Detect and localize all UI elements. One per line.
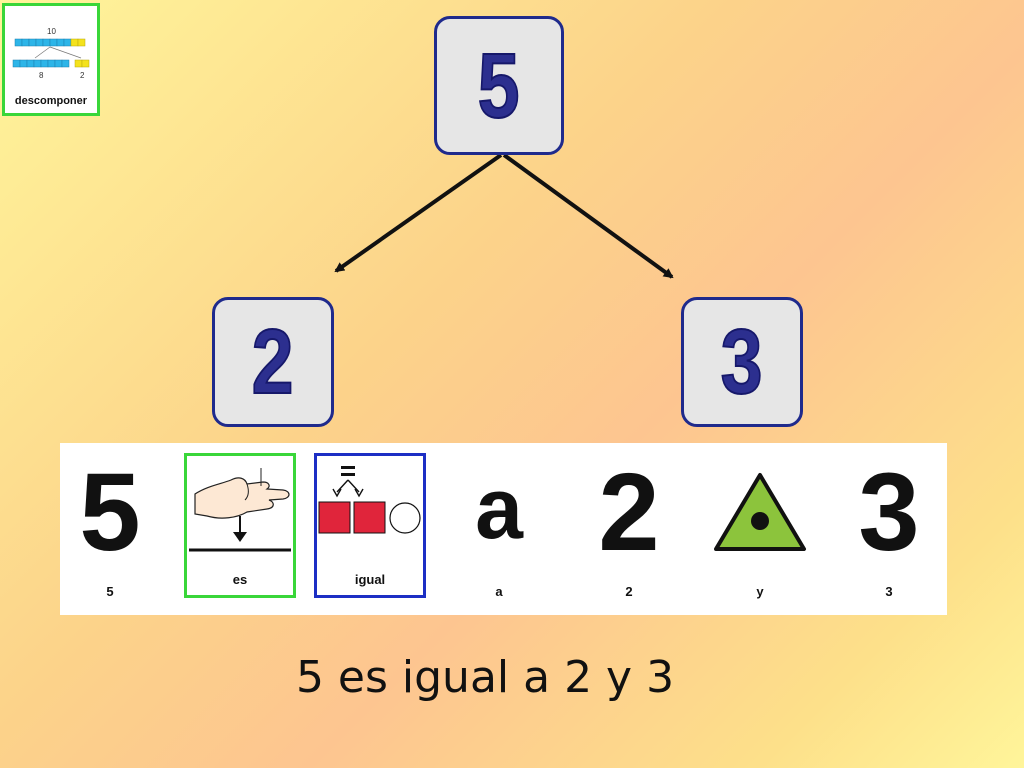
green-triangle-dot-icon	[714, 473, 806, 551]
thumb-part-a: 8	[39, 71, 44, 80]
pictogram-5: 5 5	[65, 453, 155, 607]
pictogram-strip: 5 5 es igual a a 2	[60, 443, 947, 615]
pictogram-glyph-5: 5	[79, 451, 141, 574]
pictogram-caption: a	[495, 584, 503, 599]
pictogram-2: 2 2	[585, 453, 673, 607]
right-number: 3	[720, 311, 764, 413]
top-number: 5	[477, 34, 521, 137]
pictogram-3: 3 3	[845, 453, 933, 607]
right-number-box: 3	[681, 297, 803, 427]
thumb-total: 10	[47, 27, 56, 36]
equals-squares-icon	[318, 466, 421, 534]
arrow-left-icon	[334, 153, 503, 273]
thumb-part-b: 2	[80, 71, 85, 80]
pictogram-caption: igual	[354, 572, 386, 587]
pictogram-glyph-a: a	[475, 461, 523, 557]
pictogram-glyph-3: 3	[858, 451, 920, 574]
pictogram-igual: igual	[314, 453, 426, 598]
descomponer-thumbnail[interactable]: 10 8 2 descompone	[2, 3, 100, 116]
pictogram-glyph-2: 2	[598, 451, 660, 574]
pictogram-caption: 5	[106, 584, 114, 599]
hand-pointing-down-icon	[189, 468, 291, 552]
left-number-box: 2	[212, 297, 334, 427]
pictogram-a: a a	[455, 453, 543, 607]
pictogram-caption: es	[232, 572, 248, 587]
top-number-box: 5	[434, 16, 564, 155]
arrow-right-icon	[502, 153, 674, 279]
pictogram-caption: 3	[885, 584, 893, 599]
thumb-label: descomponer	[14, 95, 88, 107]
pictogram-caption: y	[756, 584, 764, 599]
sentence-text: 5 es igual a 2 y 3	[295, 652, 675, 703]
pictogram-es: es	[184, 453, 296, 598]
pictogram-y: y	[708, 453, 812, 607]
pictogram-caption: 2	[625, 584, 633, 599]
left-number: 2	[251, 311, 295, 413]
decompose-bars-icon: 10 8 2	[12, 27, 90, 80]
